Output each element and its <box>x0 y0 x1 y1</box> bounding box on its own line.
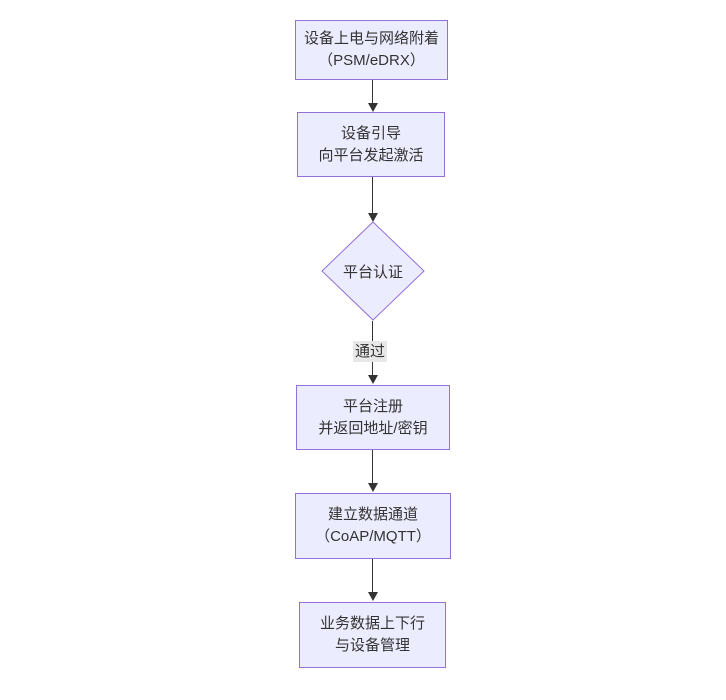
node-text-line: 业务数据上下行 <box>319 615 425 632</box>
node-text-line: 设备上电与网络附着 <box>303 30 439 47</box>
node-text-line: 并返回地址/密钥 <box>318 419 428 437</box>
edge-bootstrap-to-auth <box>367 177 378 222</box>
diamond-shape <box>321 221 425 321</box>
node-text-line: 向平台发起激活 <box>318 146 424 164</box>
edge-line <box>372 80 373 103</box>
node-text-line: 建立数据通道 <box>327 506 418 523</box>
node-business-data: 业务数据上下行 与设备管理 <box>299 602 446 668</box>
node-bootstrap: 设备引导 向平台发起激活 <box>297 112 445 177</box>
node-platform-register: 平台注册 并返回地址/密钥 <box>296 385 450 450</box>
edge-register-to-channel <box>367 450 378 492</box>
edge-power-to-bootstrap <box>367 80 378 112</box>
node-text-line: 设备引导 <box>340 124 401 142</box>
node-text-line: （CoAP/MQTT） <box>315 528 431 545</box>
node-text-line: 与设备管理 <box>334 637 410 654</box>
edge-line <box>372 559 373 592</box>
node-platform-auth: 平台认证 <box>321 221 425 321</box>
node-power-attach: 设备上电与网络附着 （PSM/eDRX） <box>295 20 448 80</box>
arrowhead-icon <box>367 483 378 492</box>
arrowhead-icon <box>367 213 378 222</box>
edge-line <box>372 450 373 483</box>
node-text-line: 平台注册 <box>342 397 403 415</box>
edge-channel-to-business <box>367 559 378 601</box>
node-text-line: 平台认证 <box>342 263 403 281</box>
arrowhead-icon <box>367 103 378 112</box>
edge-label-pass: 通过 <box>353 341 388 362</box>
arrowhead-icon <box>367 375 378 384</box>
edge-line <box>372 177 373 213</box>
node-data-channel: 建立数据通道 （CoAP/MQTT） <box>295 493 451 559</box>
node-text-line: （PSM/eDRX） <box>318 52 425 69</box>
arrowhead-icon <box>367 592 378 601</box>
